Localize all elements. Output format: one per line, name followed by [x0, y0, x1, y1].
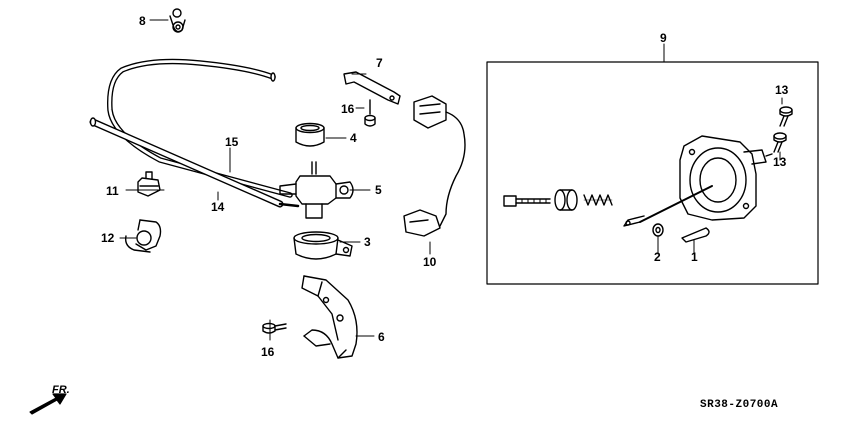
callout-13-upper: 13: [775, 83, 789, 97]
callout-1: 1: [691, 250, 698, 264]
callout-13-lower: 13: [773, 155, 787, 169]
callout-2: 2: [654, 250, 661, 264]
bolt-part-16-upper: [364, 99, 376, 127]
callout-15: 15: [225, 135, 239, 149]
valve-part-5: [279, 161, 354, 219]
clamp-part-12: [124, 219, 162, 253]
leader-lines: [119, 19, 783, 341]
callout-7: 7: [376, 56, 383, 70]
hose-part-15: [107, 58, 293, 198]
direction-arrow-icon: [29, 393, 67, 415]
callout-14: 14: [211, 200, 225, 214]
callout-4: 4: [350, 131, 357, 145]
bracket-part-7: [343, 71, 401, 105]
pin-part-1: [681, 227, 710, 243]
assembly-9-frame: [486, 61, 819, 285]
washer-part-2: [652, 223, 664, 237]
bolt-row: [503, 195, 551, 207]
screw-part-13-upper: [779, 106, 793, 127]
mount-part-3: [293, 231, 353, 260]
bolt-part-16-lower: [262, 322, 287, 334]
drawing-code: SR38-Z0700A: [700, 399, 779, 411]
callout-16-upper: 16: [341, 102, 355, 116]
clamp-part-11: [137, 171, 161, 197]
callout-8: 8: [139, 14, 146, 28]
hose-part-14: [89, 117, 300, 208]
spring: [583, 194, 613, 206]
callout-10: 10: [423, 255, 437, 269]
clip-part-8: [169, 8, 186, 33]
callout-6: 6: [378, 330, 385, 344]
cap-part-4: [295, 122, 325, 147]
bracket-part-6: [301, 275, 358, 359]
harness-part-10: [403, 95, 466, 237]
callout-9: 9: [660, 31, 667, 45]
direction-label: FR.: [52, 384, 70, 396]
callout-3: 3: [364, 235, 371, 249]
callout-12: 12: [101, 231, 115, 245]
actuator-part-9: [623, 135, 773, 227]
callout-5: 5: [375, 183, 382, 197]
spacer: [554, 189, 578, 211]
screw-part-13-lower: [773, 132, 787, 153]
callout-11: 11: [106, 184, 119, 198]
callout-16-lower: 16: [261, 345, 275, 359]
